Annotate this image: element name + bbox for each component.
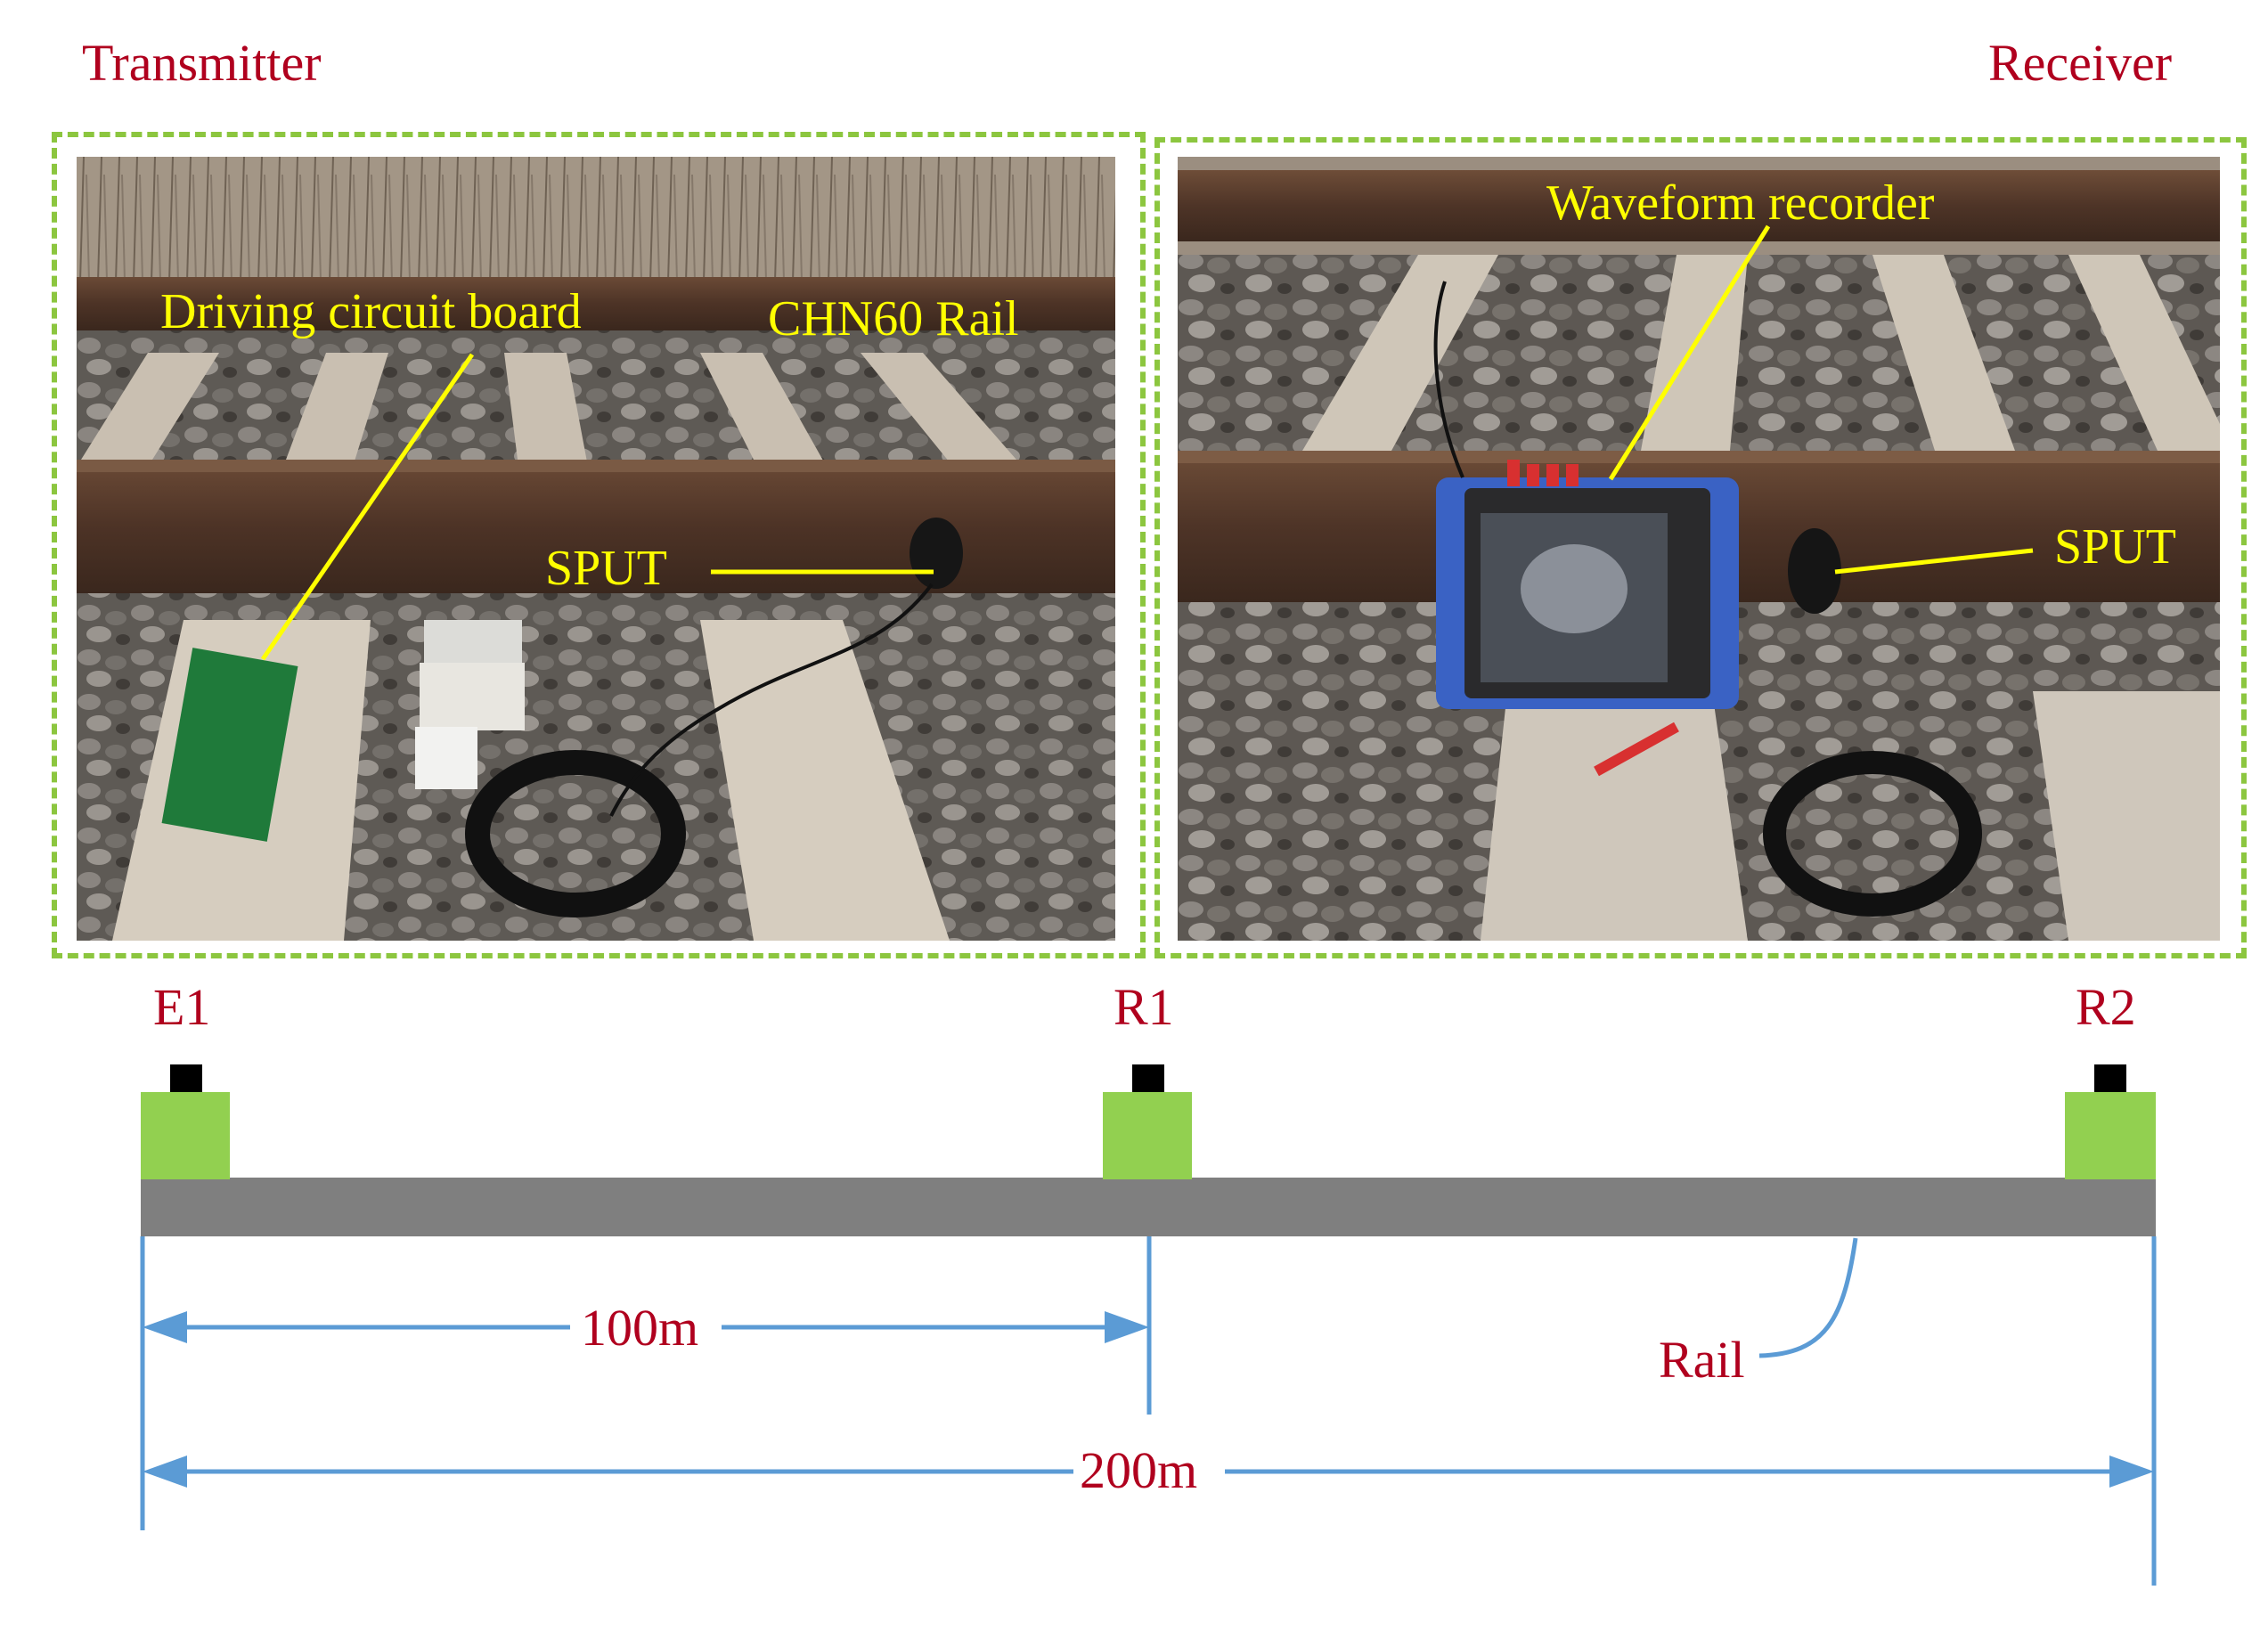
arrowhead-200m-left bbox=[143, 1456, 187, 1488]
transmitter-photo bbox=[77, 157, 1115, 941]
driving-board-label: Driving circuit board bbox=[160, 284, 582, 339]
sensor-label-e1: E1 bbox=[153, 978, 211, 1036]
transmitter-photo-scene bbox=[77, 157, 1115, 941]
callout-driving-board bbox=[260, 353, 475, 661]
sensor-e1 bbox=[141, 1064, 230, 1179]
waveform-recorder-label: Waveform recorder bbox=[1546, 175, 1935, 231]
receiver-frame bbox=[1154, 137, 2247, 958]
rail-leader-line bbox=[1758, 1237, 1858, 1358]
dimension-label-100m: 100m bbox=[581, 1299, 699, 1357]
receiver-heading: Receiver bbox=[1988, 34, 2173, 92]
sensor-r1 bbox=[1103, 1064, 1192, 1179]
sput-label-right: SPUT bbox=[2054, 519, 2176, 575]
arrowhead-200m-right bbox=[2109, 1456, 2154, 1488]
sensor-label-r1: R1 bbox=[1114, 978, 1174, 1036]
arrowhead-100m-left bbox=[143, 1311, 187, 1343]
callout-sput-right bbox=[1834, 548, 2034, 575]
rail-label: Rail bbox=[1659, 1331, 1745, 1389]
receiver-photo bbox=[1178, 157, 2220, 941]
sensor-r2 bbox=[2065, 1064, 2156, 1179]
transmitter-frame bbox=[52, 132, 1146, 958]
rail-bar bbox=[141, 1178, 2156, 1236]
chn60-rail-label: CHN60 Rail bbox=[768, 291, 1019, 347]
sensor-label-r2: R2 bbox=[2076, 978, 2136, 1036]
dimension-label-200m: 200m bbox=[1080, 1441, 1198, 1499]
sput-label-left: SPUT bbox=[545, 541, 667, 596]
receiver-photo-scene bbox=[1178, 157, 2220, 941]
callout-recorder bbox=[1608, 224, 1771, 481]
arrowhead-100m-right bbox=[1105, 1311, 1149, 1343]
transmitter-heading: Transmitter bbox=[82, 34, 322, 92]
